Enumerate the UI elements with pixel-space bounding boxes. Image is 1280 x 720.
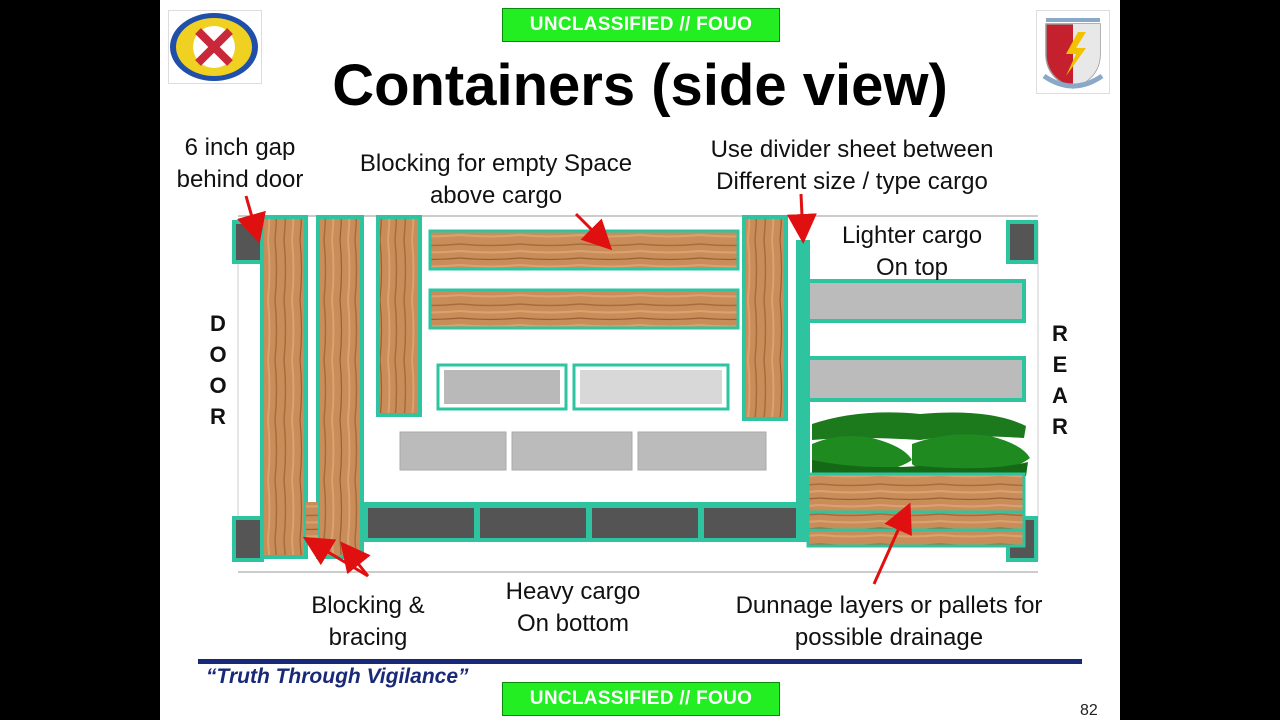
page-number: 82: [1080, 702, 1098, 719]
footer-rule: [198, 659, 1082, 664]
sandbags: [812, 412, 1030, 476]
slide-title: Containers (side view): [332, 53, 948, 118]
door-label: D O O R: [209, 311, 227, 429]
lightning-shield-icon: [1036, 10, 1110, 94]
pointer-arrows: [236, 193, 912, 585]
container-diagram: [232, 193, 1039, 585]
classification-banner-bottom: UNCLASSIFIED // FOUO: [502, 682, 780, 716]
footer-motto: “Truth Through Vigilance”: [206, 665, 469, 688]
slide: UNCLASSIFIED // FOUO UNCLASSIFIED // FOU…: [160, 0, 1120, 720]
crossed-swords-shield-icon: [168, 10, 262, 84]
classification-banner-top: UNCLASSIFIED // FOUO: [502, 8, 780, 42]
rear-label: R E A R: [1052, 321, 1068, 439]
blocking-bracing-label: Blocking &bracing: [311, 592, 425, 651]
